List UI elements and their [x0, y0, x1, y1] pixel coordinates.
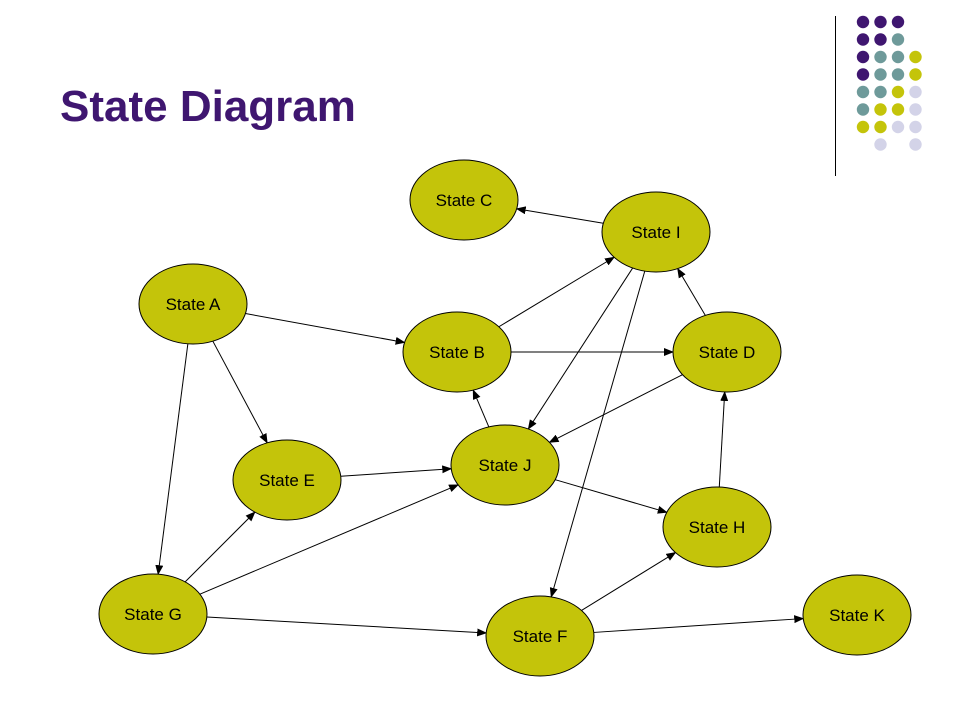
node-state-c: State C	[409, 159, 519, 241]
node-ellipse	[672, 311, 782, 393]
node-ellipse	[601, 191, 711, 273]
node-ellipse	[450, 424, 560, 506]
edge-h-to-d	[718, 390, 729, 488]
node-ellipse	[138, 263, 248, 345]
node-label: State K	[829, 606, 885, 625]
node-label: State G	[124, 605, 182, 624]
node-ellipse	[402, 311, 512, 393]
node-label: State B	[429, 343, 485, 362]
decor-dot-olive	[891, 85, 905, 99]
decor-dot-lavender	[874, 138, 887, 151]
decor-dot-lavender	[909, 138, 922, 151]
edge-g-to-e	[184, 511, 256, 583]
node-label: State J	[479, 456, 532, 475]
node-state-g: State G	[98, 573, 208, 655]
decor-dot-teal	[874, 50, 887, 64]
decor-dot-purple	[891, 15, 905, 29]
node-label: State E	[259, 471, 315, 490]
edge-d-to-i	[677, 267, 706, 316]
decor-dot-teal	[856, 85, 870, 99]
node-state-b: State B	[402, 311, 512, 393]
decor-dot-teal	[891, 50, 905, 64]
decor-dot-olive	[909, 68, 922, 81]
decor-dot-teal	[874, 68, 887, 81]
edge-i-to-j	[527, 267, 634, 430]
decor-dot-teal	[856, 103, 870, 116]
decor-dot-purple	[874, 15, 887, 29]
node-state-j: State J	[450, 424, 560, 506]
node-label: State H	[689, 518, 746, 537]
node-label: State C	[436, 191, 493, 210]
node-label: State D	[699, 343, 756, 362]
decor-dot-lavender	[909, 120, 922, 134]
edge-a-to-b	[245, 313, 406, 345]
decor-dot-purple	[856, 68, 870, 81]
decor-dot-purple	[856, 50, 870, 64]
node-state-h: State H	[662, 486, 772, 568]
decorative-dot-grid	[856, 15, 922, 151]
nodes-layer: State A State B State C State D State E State…	[98, 159, 912, 677]
edge-g-to-j	[199, 484, 460, 595]
node-ellipse	[409, 159, 519, 241]
edge-f-to-h	[581, 552, 677, 611]
decor-dot-purple	[874, 33, 887, 46]
node-state-e: State E	[232, 439, 342, 521]
node-state-k: State K	[802, 574, 912, 656]
node-state-i: State I	[601, 191, 711, 273]
decor-dot-lavender	[909, 103, 922, 116]
node-state-f: State F	[485, 595, 595, 677]
node-ellipse	[662, 486, 772, 568]
node-state-d: State D	[672, 311, 782, 393]
decor-dot-olive	[891, 103, 905, 116]
edge-f-to-k	[593, 615, 805, 633]
edge-i-to-f	[549, 270, 646, 598]
edge-a-to-e	[212, 340, 268, 444]
edge-j-to-b	[472, 389, 490, 428]
decor-dot-teal	[874, 85, 887, 99]
decor-dot-teal	[891, 33, 905, 46]
edges-layer	[155, 206, 805, 637]
edge-j-to-h	[555, 479, 668, 514]
slide-title: State Diagram	[60, 82, 356, 131]
node-ellipse	[802, 574, 912, 656]
decor-dot-purple	[856, 33, 870, 46]
node-ellipse	[98, 573, 208, 655]
decor-dot-lavender	[891, 120, 905, 134]
node-label: State I	[631, 223, 680, 242]
node-label: State A	[166, 295, 221, 314]
decor-dot-olive	[909, 50, 922, 64]
edge-i-to-c	[515, 206, 604, 224]
decor-dot-olive	[874, 103, 887, 116]
node-ellipse	[232, 439, 342, 521]
node-label: State F	[513, 627, 568, 646]
decor-dot-purple	[856, 15, 870, 29]
node-ellipse	[485, 595, 595, 677]
edge-d-to-j	[548, 374, 683, 443]
title-divider	[835, 16, 836, 176]
decor-dot-lavender	[909, 85, 922, 99]
node-state-a: State A	[138, 263, 248, 345]
edge-g-to-f	[206, 616, 488, 637]
decor-dot-olive	[856, 120, 870, 134]
edge-b-to-i	[498, 256, 615, 328]
decor-dot-olive	[874, 120, 887, 134]
edge-e-to-j	[340, 465, 453, 477]
edge-a-to-g	[155, 343, 189, 576]
decor-dot-teal	[891, 68, 905, 81]
